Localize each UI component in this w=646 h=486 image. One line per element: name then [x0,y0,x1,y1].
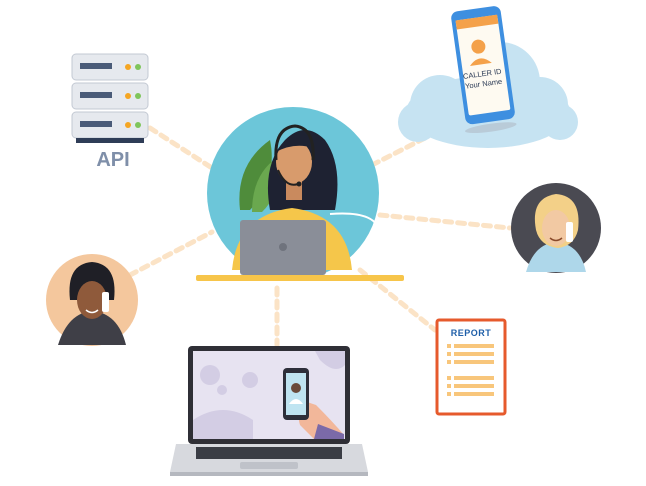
report-label: REPORT [451,328,492,338]
server-unit [72,112,148,138]
agent-desk [196,275,404,281]
agent-illustration [196,107,404,281]
customer-avatar-right [511,183,601,273]
connector-api [150,128,212,168]
phone-icon [566,222,573,242]
video-call-phone [283,368,309,420]
server-unit [72,83,148,109]
api-label: API [96,149,129,171]
connector-cloud [372,138,425,165]
server-icon [72,54,148,143]
server-unit [72,54,148,80]
report-icon: REPORT [437,320,505,414]
connector-customer-left [130,232,212,275]
phone-icon [102,292,109,312]
laptop-icon [170,346,368,476]
customer-avatar-left [46,254,138,346]
connector-customer-right [380,215,510,228]
server-base [76,138,144,143]
